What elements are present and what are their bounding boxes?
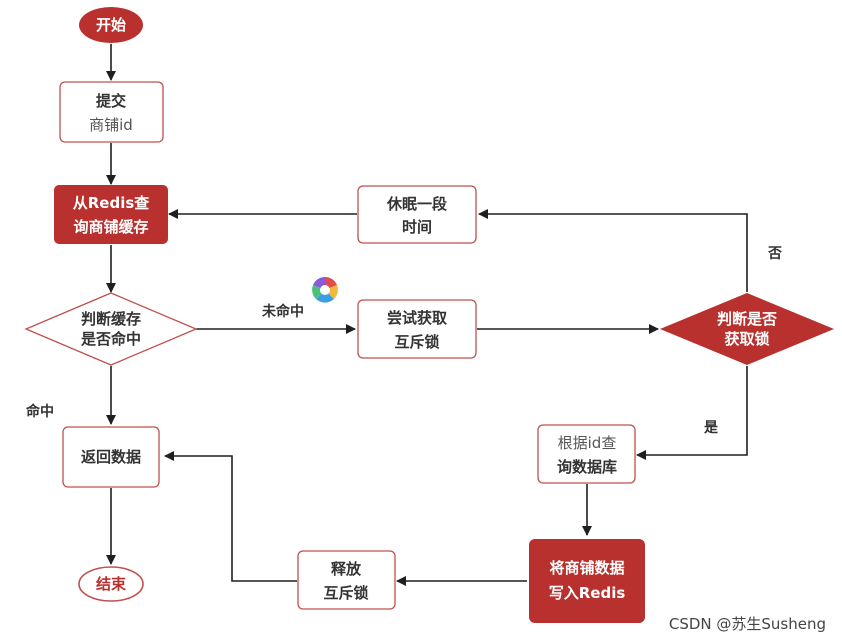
sleep-line1: 休眠一段: [386, 195, 447, 213]
sleep-line2: 时间: [402, 218, 432, 236]
write-redis-node: 将商铺数据 写入Redis: [529, 539, 645, 623]
release-line2: 互斥锁: [323, 584, 368, 602]
query-db-line2: 询数据库: [557, 458, 617, 476]
query-redis-line1: 从Redis查: [73, 194, 151, 212]
write-redis-line1: 将商铺数据: [549, 559, 624, 577]
end-node: 结束: [78, 566, 144, 602]
cache-hit-decision: 判断缓存 是否命中: [24, 292, 198, 366]
edge-label-miss: 未命中: [262, 303, 304, 320]
lock-acquired-decision: 判断是否 获取锁: [660, 293, 834, 365]
try-lock-node: 尝试获取 互斥锁: [357, 299, 477, 359]
submit-shop-id-node: 提交 商铺id: [59, 81, 164, 143]
lock-check-line2: 获取锁: [724, 330, 769, 348]
write-redis-line2: 写入Redis: [549, 584, 626, 602]
submit-label-line2: 商铺id: [89, 116, 133, 134]
query-db-node: 根据id查 询数据库: [537, 424, 636, 484]
lock-check-line1: 判断是否: [717, 310, 777, 328]
query-redis-line2: 询商铺缓存: [73, 218, 148, 236]
try-lock-line1: 尝试获取: [387, 309, 448, 327]
sleep-node: 休眠一段 时间: [357, 185, 477, 244]
query-redis-node: 从Redis查 询商铺缓存: [54, 185, 168, 244]
return-data-node: 返回数据: [62, 426, 160, 488]
edge-no-sleep: [478, 209, 748, 292]
edge-release-return: [164, 451, 297, 582]
start-node: 开始: [79, 7, 143, 43]
release-line1: 释放: [331, 560, 362, 578]
start-label: 开始: [96, 16, 126, 34]
hit-check-line1: 判断缓存: [81, 310, 141, 328]
edge-label-hit: 命中: [25, 403, 54, 420]
submit-label-line1: 提交: [96, 92, 126, 110]
watermark-text: CSDN @苏生Susheng: [669, 615, 826, 633]
colorful-sticker-icon: [311, 276, 339, 304]
hit-check-line2: 是否命中: [80, 330, 141, 348]
edge-label-no: 否: [767, 246, 782, 262]
release-lock-node: 释放 互斥锁: [297, 550, 396, 610]
query-db-line1: 根据id查: [558, 434, 617, 452]
return-data-label: 返回数据: [81, 448, 141, 466]
edge-yes-query-db: [636, 366, 748, 460]
edges: [106, 44, 748, 586]
end-label: 结束: [96, 575, 127, 593]
try-lock-line2: 互斥锁: [394, 333, 439, 351]
edge-label-yes: 是: [704, 420, 719, 436]
